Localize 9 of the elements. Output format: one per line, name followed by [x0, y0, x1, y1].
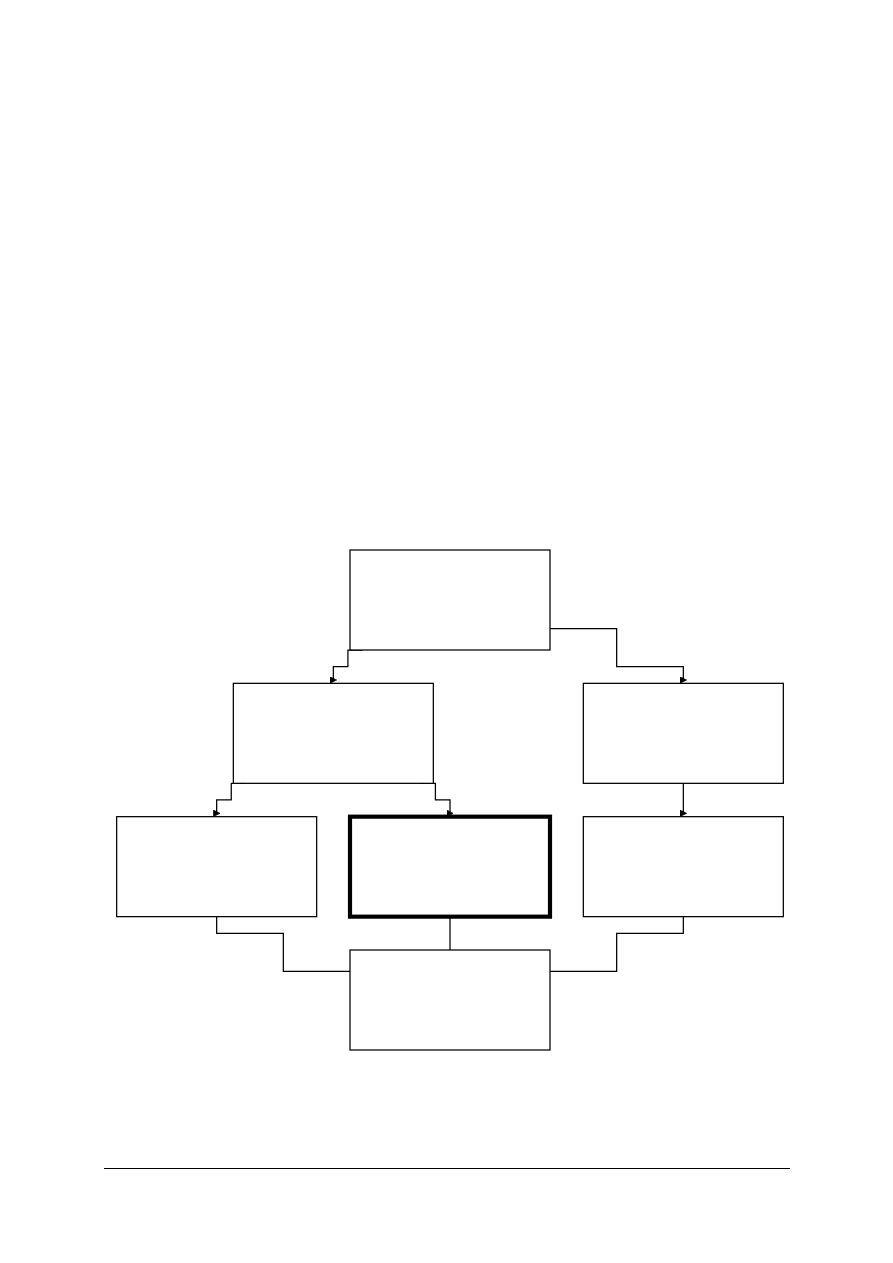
connector	[216, 916, 351, 973]
node-box	[582, 682, 784, 784]
node-box	[347, 814, 553, 919]
node-box	[349, 949, 551, 1051]
node-box	[116, 816, 318, 918]
node-box	[232, 682, 434, 784]
node-box	[582, 816, 784, 918]
node-box	[349, 549, 551, 651]
arrow	[679, 782, 687, 817]
